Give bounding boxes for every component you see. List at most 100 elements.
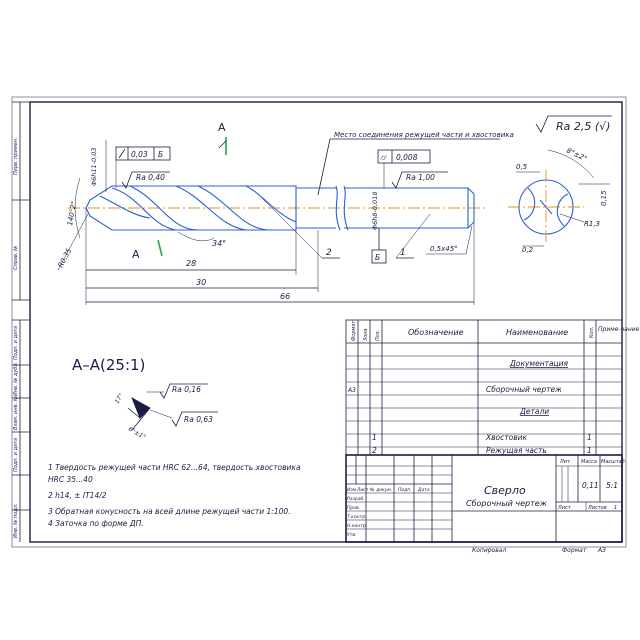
spec-header-note: Приме-чание [598,326,640,333]
spec-header-name: Наименование [506,328,568,337]
side-label-3: Инв. № дубл. [13,362,19,396]
dim-chamfer: 0,5x45° [430,245,458,253]
section-aa-view: A–A(25:1) 17° 6°±1° Ra 0,16 Ra 0,63 [72,356,218,441]
spec-row-2-name: Детали [519,407,549,416]
leader-2: 2 [326,248,332,258]
side-label-5: Подп. и дата [13,438,19,472]
tb-col-4: Дата [417,487,430,493]
position-leaders: 2 1 [261,197,431,259]
end-dim-02: 0,2 [522,246,534,254]
section-angle-b: 6°±1° [127,426,147,441]
tb-row-5: Утв. [347,532,356,538]
section-aa-title: A–A(25:1) [72,356,145,374]
spec-row-3-pos: 1 [372,433,377,442]
dim-28: 28 [186,259,196,268]
format-label: Формат [562,547,587,554]
joint-note-text: Место соединения режущей части и хвостов… [334,131,514,139]
note-1b: HRC 35...40 [48,475,93,484]
main-view-dimensions: 28 30 66 34° Φ6h11-0,03 140°2° R0,35 Φ6h… [57,140,475,305]
roughness-shank: Ra 1,00 [391,171,448,189]
tb-col-2: № докум. [369,487,392,493]
spec-row-0-name: Документация [509,359,569,368]
title-block: Изм Лист № докум. Подп. Дата Разраб. Про… [345,454,625,543]
note-2: 2 h14, ± IT14/2 [48,491,107,500]
side-label-2: Подп. и дата [13,326,19,360]
general-roughness-mark: Ra 2,5 (√) [535,115,612,133]
cylindricity-value: 0,008 [396,153,418,162]
tb-col-1: Лист [356,487,369,493]
side-label-0: Перв. примен. [13,137,19,175]
drill-end-view: 0,5 0,15 R1,3 0,2 8°±2° [508,147,610,254]
tb-row-4: Н.контр. [347,523,367,529]
general-roughness-label: Ra 2,5 (√) [556,120,610,133]
dim-angle-34: 34° [212,239,226,248]
format-value: А3 [597,547,606,554]
note-1: 1 Твердость режущей части HRC 62...64, т… [48,463,301,472]
spec-row-3-name: Хвостовик [485,433,528,442]
roughness-cutting: Ra 0,40 [121,171,170,189]
runout-cutting-base: Б [158,150,163,159]
drill-main-view [68,185,488,231]
left-margin-strip: Перв. примен. Справ. № Подп. и дата Инв.… [12,101,30,542]
tb-sheets-value: 1 [614,505,617,511]
spec-header-pos: Поз. [375,330,381,341]
dim-point-angle: 140°2° [66,201,78,227]
end-dim-015: 0,15 [600,190,608,206]
spec-header-zone: Зона [363,328,369,341]
cylindricity-frame-shank: ⌭ 0,008 [377,149,431,188]
tb-scale-label: Масштаб [601,459,625,465]
dim-30: 30 [196,278,206,287]
end-dim-r13: R1,3 [584,220,600,228]
dim-66: 66 [280,292,290,301]
tb-doc-type: Сборочный чертеж [466,499,548,508]
tb-sheet-label: Лист [557,505,572,511]
spec-header-format: Формат [351,320,357,341]
end-dim-angle: 8°±2° [565,147,588,163]
datum-b: Б [371,228,387,264]
section-ra-2: Ra 0,63 [184,415,213,424]
leader-1: 1 [400,248,406,258]
dim-chamfer-r: R0,35 [57,247,74,269]
tb-row-0: Разраб. [347,496,365,502]
tb-product: Сверло [484,484,526,497]
section-mark-top-label: A [218,121,226,134]
spec-row-1-name: Сборочный чертеж [486,385,562,394]
section-mark-bottom-label: A [132,248,140,261]
tb-col-0: Изм [347,487,357,493]
tb-mass-value: 0,11 [582,481,599,490]
sheet-outer-trim [11,96,627,548]
side-label-6: Инв. № подл. [13,504,19,539]
technical-notes: 1 Твердость режущей части HRC 62...64, т… [48,463,301,528]
runout-frame-cutting: 0,03 Б [115,146,171,188]
spec-row-1-format: А3 [347,387,356,394]
spec-header-qty: Кол. [589,327,595,338]
spec-header-designation: Обозначение [408,328,464,337]
section-mark-bottom: A [132,239,163,261]
note-3: 3 Обратная конусность на всей длине режу… [48,507,291,516]
dim-d-shank: Φ6h8-0,018 [371,192,379,230]
tb-row-2: Т.контр. [347,514,367,520]
tb-mass-label: Масса [581,459,597,465]
spec-row-4-name: Режущая часть [486,446,547,455]
sheet-border [29,101,623,543]
spec-row-4-qty: 1 [587,446,592,455]
copied-label: Копировал [472,547,506,554]
roughness-cutting-label: Ra 0,40 [136,173,165,182]
tb-col-3: Подп. [398,487,412,493]
tb-scale-value: 5:1 [606,481,618,490]
tb-row-1: Пров. [347,505,360,511]
spec-row-3-qty: 1 [587,433,592,442]
tb-lit-label: Лит. [559,459,572,465]
side-label-1: Справ. № [13,246,19,270]
end-dim-05: 0,5 [516,163,528,171]
note-4: 4 Заточка по форме ДП. [48,519,144,528]
dim-d-cutting: Φ6h11-0,03 [90,148,98,186]
section-mark-top: A [218,121,227,155]
section-ra-1: Ra 0,16 [172,385,201,394]
tb-sheets-label: Листов [587,505,607,511]
cylindricity-symbol-icon: ⌭ [380,153,387,162]
runout-cutting-value: 0,03 [131,150,148,159]
section-angle-a: 17° [114,392,125,405]
roughness-shank-label: Ra 1,00 [406,173,435,182]
